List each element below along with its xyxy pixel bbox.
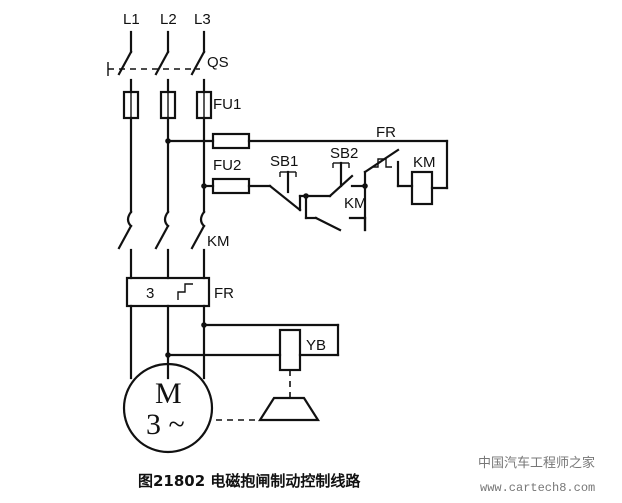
power-lines-mid <box>126 116 206 228</box>
label-fr-contact: FR <box>376 124 396 141</box>
fu1-fuses <box>122 90 213 120</box>
figure-caption: 图21802 电磁抱闸制动控制线路 <box>138 472 361 490</box>
label-qs: QS <box>207 54 229 71</box>
label-l1: L1 <box>123 11 140 28</box>
watermark-line1: 中国汽车工程师之家 <box>478 455 595 471</box>
qs-switch <box>107 50 206 94</box>
label-yb: YB <box>306 337 326 354</box>
label-motor-phase: 3 ~ <box>146 408 185 441</box>
label-fu2: FU2 <box>213 157 241 174</box>
yb-brake-coil <box>165 322 340 398</box>
fr-thermal-relay <box>125 276 211 380</box>
brake-shoe <box>216 396 321 422</box>
label-fu1: FU1 <box>213 96 241 113</box>
watermark-line2: www.cartech8.com <box>480 481 595 495</box>
label-l2: L2 <box>160 11 177 28</box>
label-sb1: SB1 <box>270 153 298 170</box>
control-circuit <box>165 132 449 232</box>
label-km-aux: KM <box>344 195 367 212</box>
motor <box>122 362 214 454</box>
label-fr-count: 3 <box>146 285 154 302</box>
label-sb2: SB2 <box>330 145 358 162</box>
label-l3: L3 <box>194 11 211 28</box>
supply-lines-top <box>129 30 206 54</box>
label-km-main: KM <box>207 233 230 250</box>
label-fr-relay: FR <box>214 285 234 302</box>
label-motor-m: M <box>155 377 182 410</box>
km-main-contacts <box>117 224 206 280</box>
label-km-coil: KM <box>413 154 436 171</box>
